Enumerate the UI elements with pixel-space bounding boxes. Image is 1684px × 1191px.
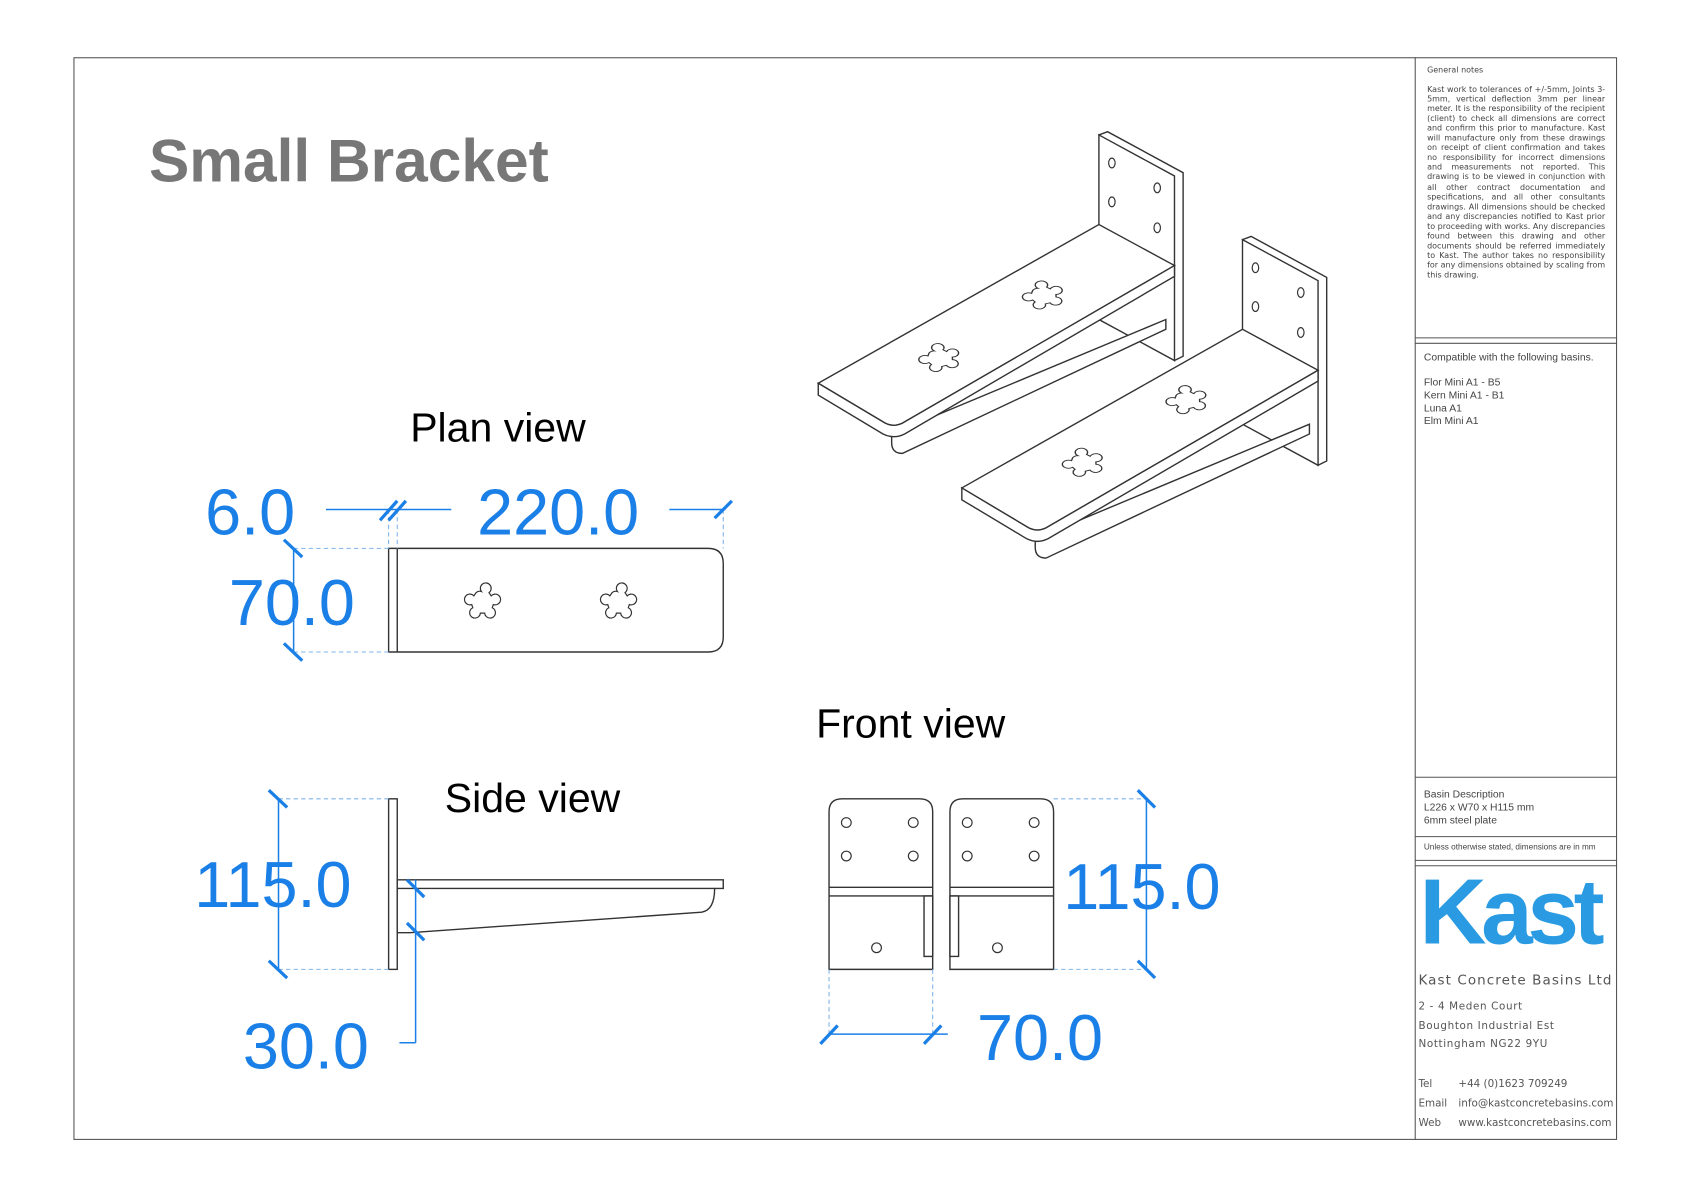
description-material: 6mm steel plate — [1423, 815, 1497, 827]
dim-side-offset: 30.0 — [243, 1010, 369, 1083]
title-block-lines — [1414, 57, 1618, 1140]
email-value[interactable]: info@kastconcretebasins.com — [1458, 1097, 1614, 1110]
contact-details: Tel +44 (0)1623 709249 Email info@kastconc… — [1415, 1075, 1617, 1133]
basin-item: Luna A1 — [1423, 402, 1462, 415]
address-line: Nottingham NG22 9YU — [1418, 1038, 1549, 1051]
dim-front-width: 70.0 — [977, 1001, 1103, 1074]
company-name: Kast Concrete Basins Ltd — [1418, 971, 1613, 988]
sheet-border — [73, 57, 1618, 1140]
dim-width: 70.0 — [229, 566, 355, 639]
dim-side-height: 115.0 — [194, 848, 351, 921]
general-notes: General notes Kast work to tolerances of… — [1415, 65, 1617, 280]
isometric-bracket — [816, 130, 1184, 455]
dim-front-height: 115.0 — [1063, 850, 1220, 923]
notes-heading: General notes — [1427, 64, 1484, 75]
email-label: Email — [1418, 1097, 1448, 1110]
drawing-title: Small Bracket — [149, 126, 549, 194]
compatibility-heading: Compatible with the following basins. — [1423, 351, 1594, 364]
front-view: Front view 115.0 70.0 — [816, 700, 1220, 1074]
basin-item: Kern Mini A1 - B1 — [1423, 389, 1505, 402]
company-address: 2 - 4 Meden Court Boughton Industrial Es… — [1415, 997, 1617, 1054]
plan-view: Plan view 6.0 220.0 70.0 — [205, 405, 734, 662]
dim-length: 220.0 — [477, 475, 639, 548]
basin-description: Basin Description L226 x W70 x H115 mm 6… — [1415, 789, 1617, 828]
description-heading: Basin Description — [1423, 789, 1505, 801]
units-note: Unless otherwise stated, dimensions are … — [1423, 842, 1596, 852]
side-view-label: Side view — [445, 775, 621, 821]
basin-item: Flor Mini A1 - B5 — [1423, 376, 1501, 389]
tel-label: Tel — [1418, 1078, 1433, 1091]
web-label: Web — [1418, 1116, 1442, 1129]
notes-body: Kast work to tolerances of +/-5mm, Joint… — [1427, 84, 1606, 280]
plan-view-label: Plan view — [410, 405, 586, 451]
kast-logo: Kast — [1419, 860, 1605, 964]
web-value[interactable]: www.kastconcretebasins.com — [1458, 1116, 1612, 1129]
basin-item: Elm Mini A1 — [1423, 415, 1479, 428]
front-view-label: Front view — [816, 700, 1006, 746]
address-line: 2 - 4 Meden Court — [1418, 1000, 1523, 1013]
address-line: Boughton Industrial Est — [1418, 1019, 1555, 1032]
dim-thickness: 6.0 — [205, 475, 295, 548]
tel-value: +44 (0)1623 709249 — [1458, 1078, 1568, 1091]
compatibility-section: Compatible with the following basins. Fl… — [1415, 352, 1617, 429]
side-view: Side view 115.0 30.0 — [194, 775, 724, 1083]
description-size: L226 x W70 x H115 mm — [1423, 802, 1535, 814]
